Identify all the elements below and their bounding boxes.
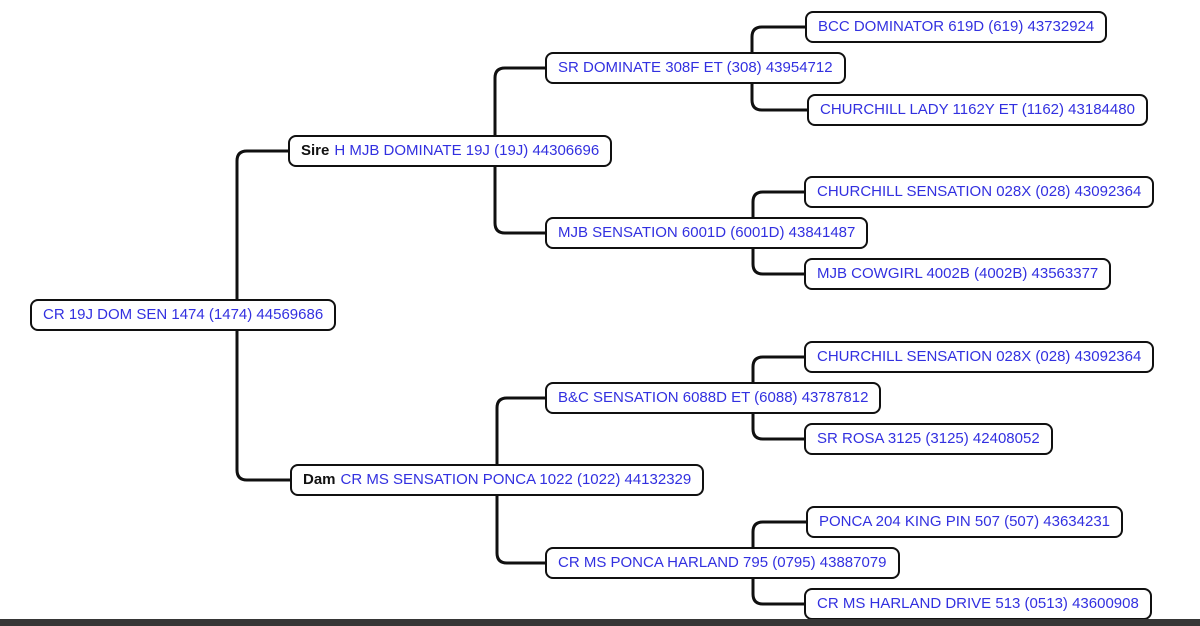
node-maternal-granddam-label: CR MS PONCA HARLAND 795 (0795) 43887079 (558, 554, 887, 571)
node-dam-sire-dam[interactable]: SR ROSA 3125 (3125) 42408052 (804, 423, 1053, 455)
node-sire-sire-sire-label: BCC DOMINATOR 619D (619) 43732924 (818, 18, 1095, 35)
node-sire-dam-sire[interactable]: CHURCHILL SENSATION 028X (028) 43092364 (804, 176, 1155, 208)
node-dam-dam-dam[interactable]: CR MS HARLAND DRIVE 513 (0513) 43600908 (804, 588, 1152, 620)
node-subject-animal[interactable]: CR 19J DOM SEN 1474 (1474) 44569686 (30, 299, 337, 331)
node-paternal-granddam[interactable]: MJB SENSATION 6001D (6001D) 43841487 (545, 217, 869, 249)
node-maternal-grandsire-label: B&C SENSATION 6088D ET (6088) 43787812 (558, 389, 869, 406)
node-sire-sire-sire[interactable]: BCC DOMINATOR 619D (619) 43732924 (805, 11, 1108, 43)
node-dam-label: CR MS SENSATION PONCA 1022 (1022) 441323… (340, 471, 692, 488)
node-sire-dam-dam[interactable]: MJB COWGIRL 4002B (4002B) 43563377 (804, 258, 1112, 290)
node-dam-sire-dam-label: SR ROSA 3125 (3125) 42408052 (817, 430, 1040, 447)
node-paternal-granddam-label: MJB SENSATION 6001D (6001D) 43841487 (558, 224, 856, 241)
node-maternal-granddam[interactable]: CR MS PONCA HARLAND 795 (0795) 43887079 (545, 547, 900, 579)
node-sire-sire-dam-label: CHURCHILL LADY 1162Y ET (1162) 43184480 (820, 101, 1135, 118)
node-sire-dam-dam-label: MJB COWGIRL 4002B (4002B) 43563377 (817, 265, 1099, 282)
node-dam-dam-sire-label: PONCA 204 KING PIN 507 (507) 43634231 (819, 513, 1111, 530)
node-dam-dam-sire[interactable]: PONCA 204 KING PIN 507 (507) 43634231 (806, 506, 1124, 538)
node-dam-sire-sire-label: CHURCHILL SENSATION 028X (028) 43092364 (817, 348, 1142, 365)
node-paternal-grandsire[interactable]: SR DOMINATE 308F ET (308) 43954712 (545, 52, 846, 84)
node-sire-sire-dam[interactable]: CHURCHILL LADY 1162Y ET (1162) 43184480 (807, 94, 1148, 126)
bottom-dark-bar (0, 619, 1200, 626)
node-subject-label: CR 19J DOM SEN 1474 (1474) 44569686 (43, 306, 324, 323)
node-dam-sire-sire[interactable]: CHURCHILL SENSATION 028X (028) 43092364 (804, 341, 1155, 373)
node-sire-dam-sire-label: CHURCHILL SENSATION 028X (028) 43092364 (817, 183, 1142, 200)
node-paternal-grandsire-label: SR DOMINATE 308F ET (308) 43954712 (558, 59, 833, 76)
node-maternal-grandsire[interactable]: B&C SENSATION 6088D ET (6088) 43787812 (545, 382, 882, 414)
node-dam-dam-dam-label: CR MS HARLAND DRIVE 513 (0513) 43600908 (817, 595, 1139, 612)
dam-prefix-label: Dam (303, 471, 336, 488)
node-sire-label: H MJB DOMINATE 19J (19J) 44306696 (334, 142, 600, 159)
sire-prefix-label: Sire (301, 142, 330, 159)
